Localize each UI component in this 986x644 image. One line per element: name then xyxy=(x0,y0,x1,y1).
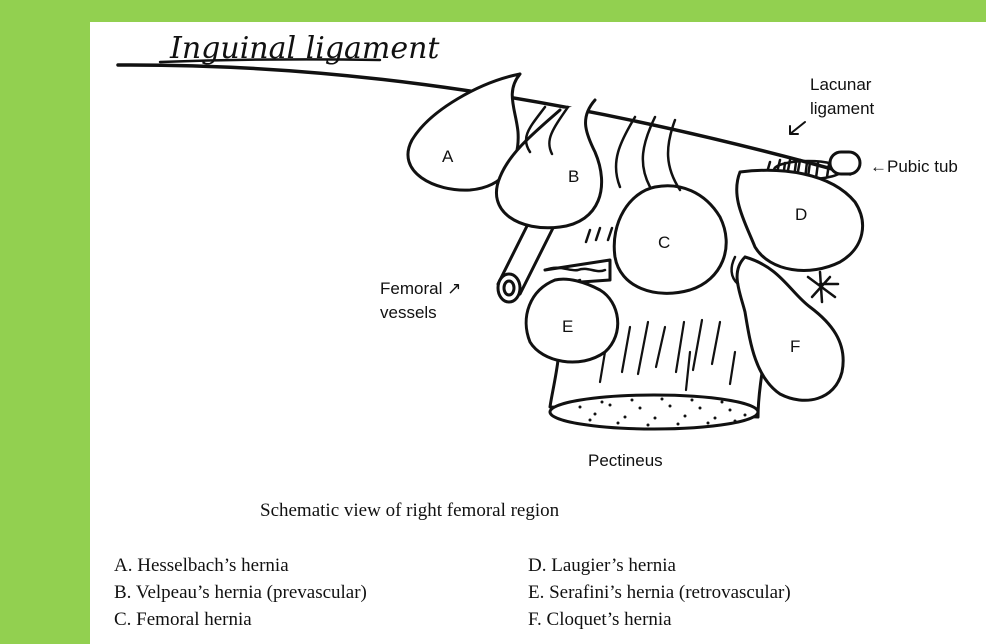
star-marker xyxy=(808,272,838,302)
femoral-vessels-label-line1: Femoral ↗ xyxy=(380,279,461,298)
femoral-vessels-label-line2: vessels xyxy=(380,303,437,322)
sac-f-label: F xyxy=(790,337,800,356)
pectineus-fibers xyxy=(600,320,735,390)
figure-caption: Schematic view of right femoral region xyxy=(260,500,559,522)
legend-item-c: C. Femoral hernia xyxy=(114,606,367,633)
pubic-tubercle xyxy=(830,152,860,174)
legend-item-b: B. Velpeau’s hernia (prevascular) xyxy=(114,579,367,606)
legend-item-f: F. Cloquet’s hernia xyxy=(528,606,791,633)
sac-d-label: D xyxy=(795,205,807,224)
marker-stripes xyxy=(586,228,612,242)
diagram-panel: Inguinal ligament Lacunar ligament ←Pubi… xyxy=(90,22,986,644)
pectineus-cross-section xyxy=(550,395,758,429)
legend-item-e: E. Serafini’s hernia (retrovascular) xyxy=(528,579,791,606)
inguinal-ligament-handwritten: Inguinal ligament xyxy=(169,31,440,66)
sac-a-label: A xyxy=(442,147,454,166)
legend-item-d: D. Laugier’s hernia xyxy=(528,552,791,579)
pectineus-label: Pectineus xyxy=(588,451,663,470)
legend-item-a: A. Hesselbach’s hernia xyxy=(114,552,367,579)
legend-right: D. Laugier’s hernia E. Serafini’s hernia… xyxy=(528,552,791,633)
sac-e-label: E xyxy=(562,317,573,336)
pubic-tubercle-label: ←Pubic tub xyxy=(870,157,958,176)
legend-left: A. Hesselbach’s hernia B. Velpeau’s hern… xyxy=(114,552,367,633)
lacunar-arrow xyxy=(790,122,805,134)
lacunar-label-line1: Lacunar xyxy=(810,75,872,94)
lacunar-label-line2: ligament xyxy=(810,99,875,118)
sac-b-label: B xyxy=(568,167,579,186)
sac-c-label: C xyxy=(658,233,670,252)
femoral-region-diagram: Inguinal ligament Lacunar ligament ←Pubi… xyxy=(90,22,986,492)
